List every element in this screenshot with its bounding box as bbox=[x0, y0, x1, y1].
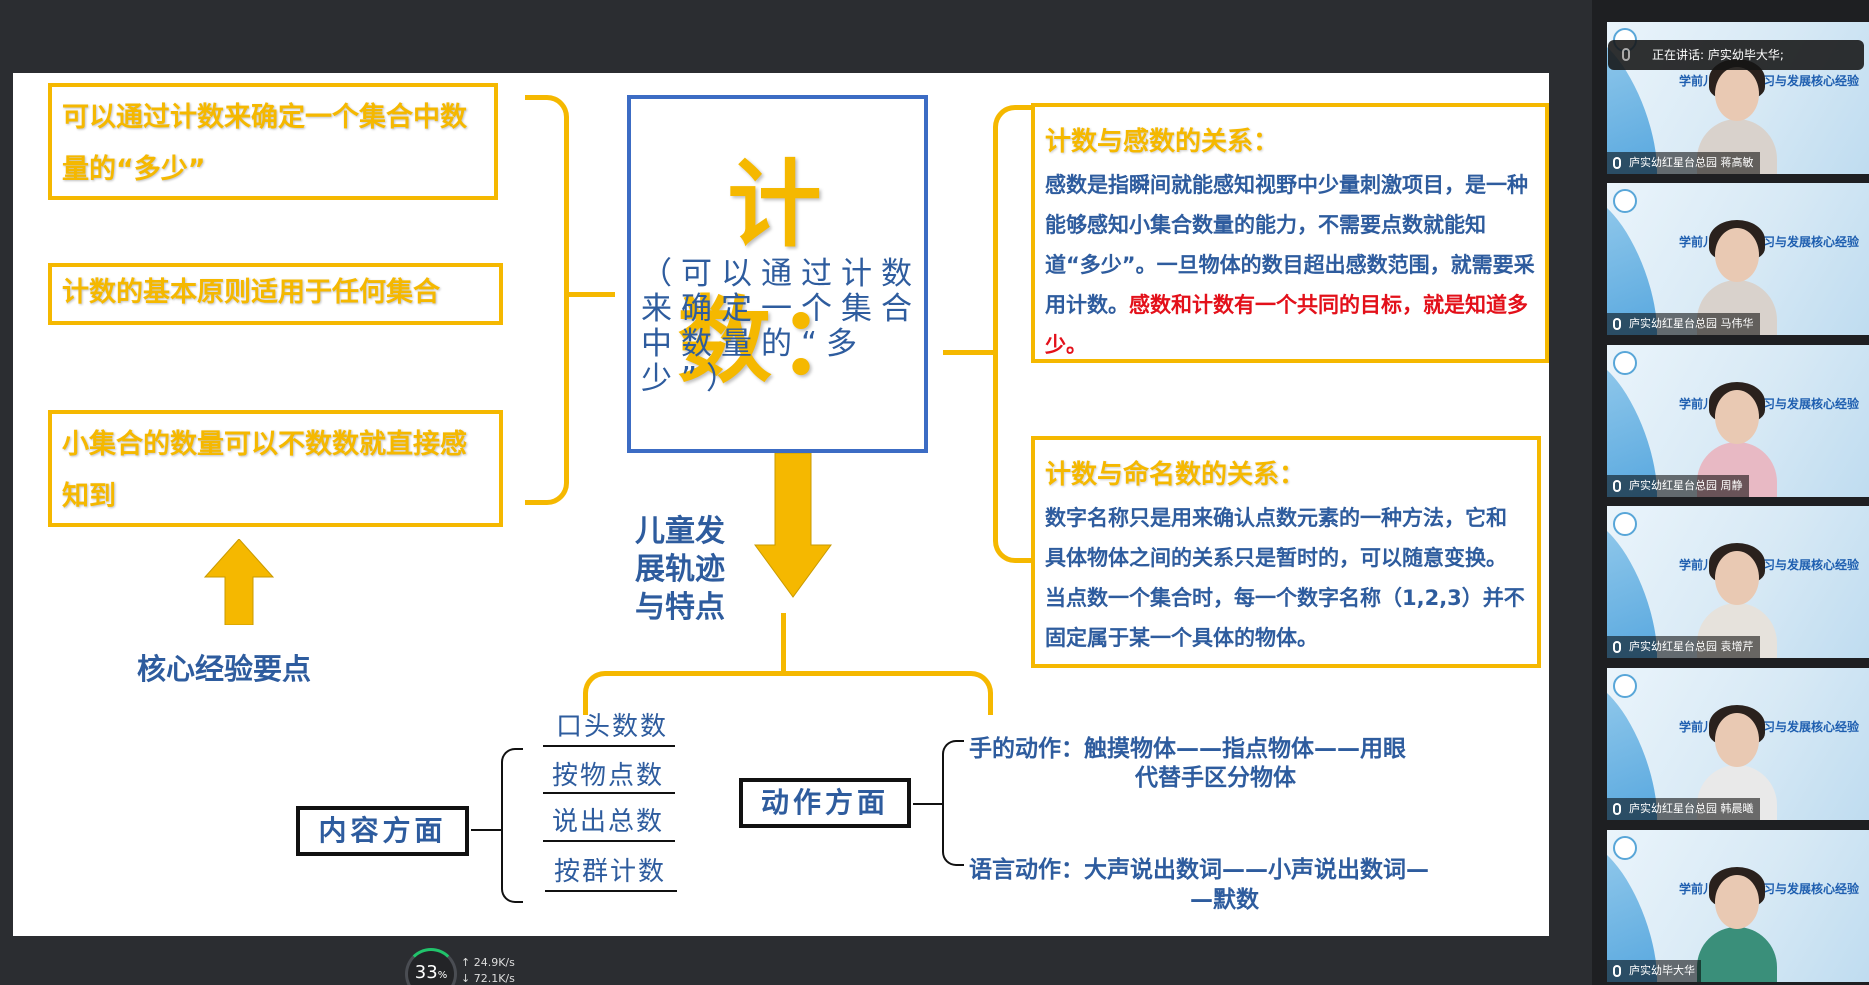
bottom-bracket-tip bbox=[781, 613, 786, 673]
down-arrow-icon bbox=[754, 453, 832, 598]
content-item-4: 按群计数 bbox=[553, 857, 666, 887]
left-box-1-text: 可以通过计数来确定一个集合中数量的“多少” bbox=[62, 102, 467, 185]
content-divider-3 bbox=[543, 840, 675, 842]
action-brace-tip bbox=[913, 803, 943, 805]
participant-name: 庐实幼红星台总园 周静 bbox=[1607, 475, 1749, 497]
participant-tile-3[interactable]: 学前儿童数学学习与发展核心经验 庐实幼红星台总园 周静 bbox=[1607, 345, 1869, 497]
content-brace bbox=[501, 748, 523, 903]
speaking-mic-icon bbox=[1622, 48, 1630, 61]
right-box-1: 计数与感数的关系： 感数是指瞬间就能感知视野中少量刺激项目，是一种能够感知小集合… bbox=[1031, 103, 1549, 363]
participant-name: 庐实幼毕大华 bbox=[1607, 960, 1701, 982]
action-2-line1: 语言动作：大声说出数词——小声说出数词— bbox=[969, 857, 1429, 883]
left-box-2: 计数的基本原则适用于任何集合 bbox=[48, 263, 503, 325]
left-bracket bbox=[525, 95, 569, 505]
action-brace bbox=[942, 740, 964, 866]
center-subtitle: （可以通过计数来确定一个集合中数量的“多少”） bbox=[641, 256, 921, 397]
down-label: 儿童发展轨迹与特点 bbox=[635, 514, 725, 625]
network-widget[interactable]: 33% ↑ 24.9K/s ↓ 72.1K/s bbox=[405, 948, 525, 985]
participant-tile-2[interactable]: 学前儿童数学学习与发展核心经验 庐实幼红星台总园 马伟华 bbox=[1607, 183, 1869, 335]
participant-video bbox=[1697, 703, 1777, 820]
school-logo-icon bbox=[1613, 189, 1637, 213]
upload-speed: ↑ 24.9K/s bbox=[461, 956, 515, 969]
content-item-3: 说出总数 bbox=[551, 807, 664, 837]
left-box-2-text: 计数的基本原则适用于任何集合 bbox=[62, 277, 440, 308]
content-divider-2 bbox=[543, 792, 675, 794]
mic-icon bbox=[1613, 480, 1621, 492]
right-box-1-text: 感数是指瞬间就能感知视野中少量刺激项目，是一种能够感知小集合数量的能力，不需要点… bbox=[1045, 173, 1535, 317]
download-speed: ↓ 72.1K/s bbox=[461, 972, 515, 985]
left-box-3-text: 小集合的数量可以不数数就直接感知到 bbox=[62, 429, 467, 512]
right-bracket-tip bbox=[943, 350, 995, 355]
content-box: 内容方面 bbox=[296, 806, 469, 856]
school-logo-icon bbox=[1613, 351, 1637, 375]
participant-name: 庐实幼红星台总园 马伟华 bbox=[1607, 313, 1760, 335]
center-title: 计数： bbox=[677, 151, 878, 396]
bottom-bracket bbox=[583, 671, 993, 715]
cpu-gauge: 33% bbox=[405, 948, 457, 985]
right-box-2-body: 数字名称只是用来确认点数元素的一种方法，它和具体物体之间的关系只是暂时的，可以随… bbox=[1045, 506, 1525, 650]
school-logo-icon bbox=[1613, 674, 1637, 698]
content-divider-4 bbox=[545, 890, 677, 892]
left-box-3: 小集合的数量可以不数数就直接感知到 bbox=[48, 410, 503, 527]
download-speed-value: 72.1K/s bbox=[473, 972, 515, 985]
right-box-2-title: 计数与命名数的关系： bbox=[1045, 460, 1306, 490]
right-box-1-highlight: 感数和计数有一个共同的目标，就是知道多少。 bbox=[1045, 293, 1528, 357]
participant-name: 庐实幼红星台总园 袁增芹 bbox=[1607, 636, 1760, 658]
participant-tile-4[interactable]: 学前儿童数学学习与发展核心经验 庐实幼红星台总园 袁增芹 bbox=[1607, 506, 1869, 658]
content-item-2: 按物点数 bbox=[551, 761, 664, 791]
content-brace-tip bbox=[471, 829, 501, 831]
participant-panel: 学前儿童数学学习与发展核心经验 庐实幼红星台总园 蒋高敏 学前儿童数学学习与发展… bbox=[1592, 0, 1869, 985]
participant-tile-6[interactable]: 学前儿童数学学习与发展核心经验 庐实幼毕大华 bbox=[1607, 830, 1869, 982]
center-box: 计数： （可以通过计数来确定一个集合中数量的“多少”） bbox=[627, 95, 928, 453]
mic-icon bbox=[1613, 803, 1621, 815]
up-arrow-icon bbox=[203, 539, 275, 625]
school-logo-icon bbox=[1613, 512, 1637, 536]
right-box-2: 计数与命名数的关系： 数字名称只是用来确认点数元素的一种方法，它和具体物体之间的… bbox=[1031, 436, 1541, 668]
participant-video bbox=[1697, 541, 1777, 658]
slide: 可以通过计数来确定一个集合中数量的“多少” 计数的基本原则适用于任何集合 小集合… bbox=[13, 73, 1549, 936]
speaking-text: 正在讲话: 庐实幼毕大华; bbox=[1652, 48, 1784, 62]
participant-tile-5[interactable]: 学前儿童数学学习与发展核心经验 庐实幼红星台总园 韩晨曦 bbox=[1607, 668, 1869, 820]
action-1-line2: 代替手区分物体 bbox=[1135, 765, 1296, 791]
right-box-1-title: 计数与感数的关系： bbox=[1045, 127, 1280, 157]
mic-icon bbox=[1613, 965, 1621, 977]
mic-icon bbox=[1613, 157, 1621, 169]
mic-icon bbox=[1613, 318, 1621, 330]
cpu-value: 33 bbox=[414, 962, 438, 983]
action-box: 动作方面 bbox=[739, 778, 911, 828]
mic-icon bbox=[1613, 641, 1621, 653]
speaking-indicator: 正在讲话: 庐实幼毕大华; bbox=[1608, 40, 1864, 70]
upload-speed-value: 24.9K/s bbox=[473, 956, 515, 969]
action-2-line2: —默数 bbox=[1190, 887, 1259, 913]
content-divider-1 bbox=[543, 745, 675, 747]
right-box-1-body: 感数是指瞬间就能感知视野中少量刺激项目，是一种能够感知小集合数量的能力，不需要点… bbox=[1035, 165, 1545, 365]
school-logo-icon bbox=[1613, 836, 1637, 860]
right-bracket bbox=[993, 105, 1037, 563]
participant-video bbox=[1697, 865, 1777, 982]
cpu-unit: % bbox=[437, 970, 448, 981]
participant-name: 庐实幼红星台总园 韩晨曦 bbox=[1607, 798, 1760, 820]
left-box-1: 可以通过计数来确定一个集合中数量的“多少” bbox=[48, 83, 498, 200]
action-1-line1: 手的动作：触摸物体——指点物体——用眼 bbox=[969, 736, 1406, 762]
left-bracket-tip bbox=[569, 292, 615, 297]
core-label: 核心经验要点 bbox=[137, 652, 312, 686]
content-item-1: 口头数数 bbox=[555, 712, 668, 742]
participant-name: 庐实幼红星台总园 蒋高敏 bbox=[1607, 152, 1760, 174]
participant-video bbox=[1697, 218, 1777, 335]
